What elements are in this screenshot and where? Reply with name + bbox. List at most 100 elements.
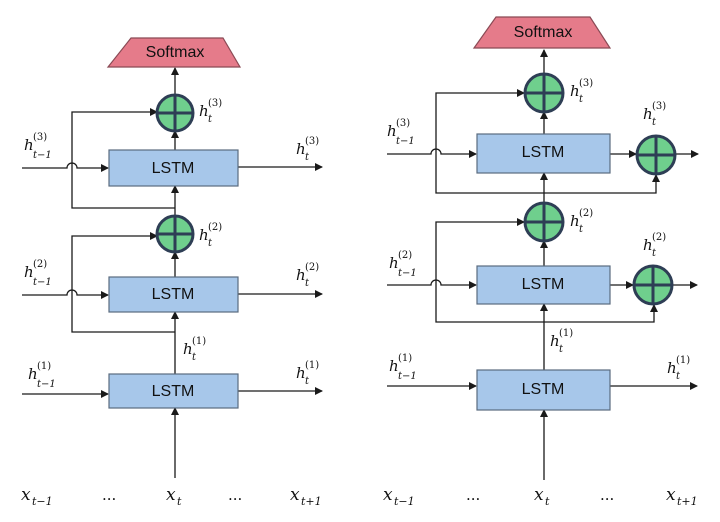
svg-text:t: t: [305, 152, 310, 163]
label-h2-prev: h (2) t−1: [24, 259, 52, 288]
svg-text:LSTM: LSTM: [152, 383, 195, 400]
r-label-h2-next: h (2) t: [643, 232, 666, 259]
svg-text:t+1: t+1: [677, 495, 698, 508]
plus-node-2: [155, 214, 195, 254]
skip-right-1: [435, 218, 544, 323]
svg-text:(1): (1): [398, 353, 412, 364]
svg-text:t−1: t−1: [398, 268, 417, 279]
svg-text:t: t: [192, 352, 197, 363]
label-x-t: x t: [166, 485, 182, 508]
r-lstm-box-layer2: LSTM: [476, 265, 611, 305]
r-label-x-next: x t+1: [666, 485, 698, 508]
label-h3-next: h (3) t: [296, 136, 319, 163]
svg-text:t: t: [305, 376, 310, 387]
svg-text:h: h: [24, 136, 34, 154]
r-label-x-t: x t: [534, 485, 550, 508]
r-ellipsis-1: ...: [466, 486, 480, 504]
svg-text:h: h: [389, 254, 399, 272]
svg-text:t−1: t−1: [33, 277, 52, 288]
r-label-h1-mid: h (1) t: [550, 328, 573, 355]
svg-text:t−1: t−1: [33, 150, 52, 161]
svg-text:(1): (1): [37, 361, 51, 372]
r-label-h1-prev: h (1) t−1: [389, 353, 417, 382]
svg-text:h: h: [387, 122, 397, 140]
label-h1-next: h (1) t: [296, 360, 319, 387]
svg-text:t: t: [579, 94, 584, 105]
svg-text:h: h: [389, 357, 399, 375]
skip-right-2: [435, 89, 544, 194]
svg-text:LSTM: LSTM: [152, 286, 195, 303]
svg-text:t: t: [208, 238, 213, 249]
r-ellipsis-2: ...: [600, 486, 614, 504]
svg-text:t−1: t−1: [32, 495, 53, 508]
r-h2-prev-arrow: [387, 279, 477, 289]
svg-text:t: t: [208, 114, 213, 125]
svg-text:(1): (1): [192, 336, 206, 347]
svg-text:h: h: [570, 212, 580, 230]
left-diagram: LSTM LSTM LSTM Softmax h (3): [21, 37, 323, 508]
label-x-prev: x t−1: [21, 485, 53, 508]
svg-text:h: h: [183, 340, 193, 358]
svg-text:x: x: [383, 485, 393, 505]
label-h2-next: h (2) t: [296, 262, 319, 289]
label-h1-mid: h (1) t: [183, 336, 206, 363]
ellipsis-left-1: ...: [102, 486, 116, 504]
lstm-box-layer1: LSTM: [108, 373, 239, 409]
h2-prev-arrow: [22, 289, 109, 299]
svg-text:h: h: [296, 266, 306, 284]
label-h1-prev: h (1) t−1: [28, 361, 56, 390]
svg-text:LSTM: LSTM: [522, 276, 565, 293]
svg-text:x: x: [21, 485, 31, 505]
svg-text:(1): (1): [559, 328, 573, 339]
svg-text:(1): (1): [305, 360, 319, 371]
svg-text:Softmax: Softmax: [146, 44, 205, 61]
svg-text:x: x: [166, 485, 176, 505]
r-label-h2-prev: h (2) t−1: [389, 250, 417, 279]
plus-node-3: [155, 93, 195, 133]
svg-text:t+1: t+1: [301, 495, 322, 508]
svg-text:h: h: [296, 364, 306, 382]
ellipsis-left-2: ...: [228, 486, 242, 504]
svg-text:t: t: [579, 224, 584, 235]
label-h2-plus: h (2) t: [199, 222, 222, 249]
r-lstm-box-layer1: LSTM: [476, 369, 611, 411]
r-label-x-prev: x t−1: [383, 485, 415, 508]
svg-text:x: x: [290, 485, 300, 505]
skip-right-h2: [544, 304, 658, 323]
svg-text:t: t: [545, 495, 550, 508]
h3-prev-arrow: [22, 162, 109, 172]
right-diagram: LSTM LSTM LSTM: [383, 16, 699, 508]
r-label-h2-plus: h (2) t: [570, 208, 593, 235]
svg-text:(2): (2): [652, 232, 666, 243]
svg-text:h: h: [24, 263, 34, 281]
svg-text:(2): (2): [208, 222, 222, 233]
svg-text:h: h: [550, 332, 560, 350]
svg-text:(3): (3): [396, 118, 410, 129]
svg-text:(1): (1): [676, 355, 690, 366]
label-x-next: x t+1: [290, 485, 322, 508]
lstm-box-layer3: LSTM: [108, 149, 239, 187]
svg-text:(3): (3): [33, 132, 47, 143]
svg-text:LSTM: LSTM: [522, 381, 565, 398]
svg-text:h: h: [643, 236, 653, 254]
r-plus-node-h2: [632, 264, 674, 306]
svg-text:(3): (3): [652, 101, 666, 112]
skip-connection-2: [71, 108, 175, 209]
svg-text:(3): (3): [208, 98, 222, 109]
svg-text:t−1: t−1: [37, 379, 56, 390]
r-label-h3-prev: h (3) t−1: [387, 118, 415, 147]
svg-text:t−1: t−1: [394, 495, 415, 508]
r-lstm-box-layer3: LSTM: [476, 133, 611, 174]
svg-text:x: x: [534, 485, 544, 505]
r-label-h3-next: h (3) t: [643, 101, 666, 128]
skip-right-h3: [544, 174, 660, 194]
svg-text:t: t: [652, 117, 657, 128]
svg-text:t: t: [676, 371, 681, 382]
svg-text:h: h: [667, 359, 677, 377]
svg-text:(2): (2): [33, 259, 47, 270]
svg-text:(3): (3): [579, 78, 593, 89]
r-softmax-box: Softmax: [472, 16, 612, 49]
svg-text:(2): (2): [305, 262, 319, 273]
svg-text:h: h: [28, 365, 38, 383]
r-plus-node-3: [523, 72, 565, 114]
